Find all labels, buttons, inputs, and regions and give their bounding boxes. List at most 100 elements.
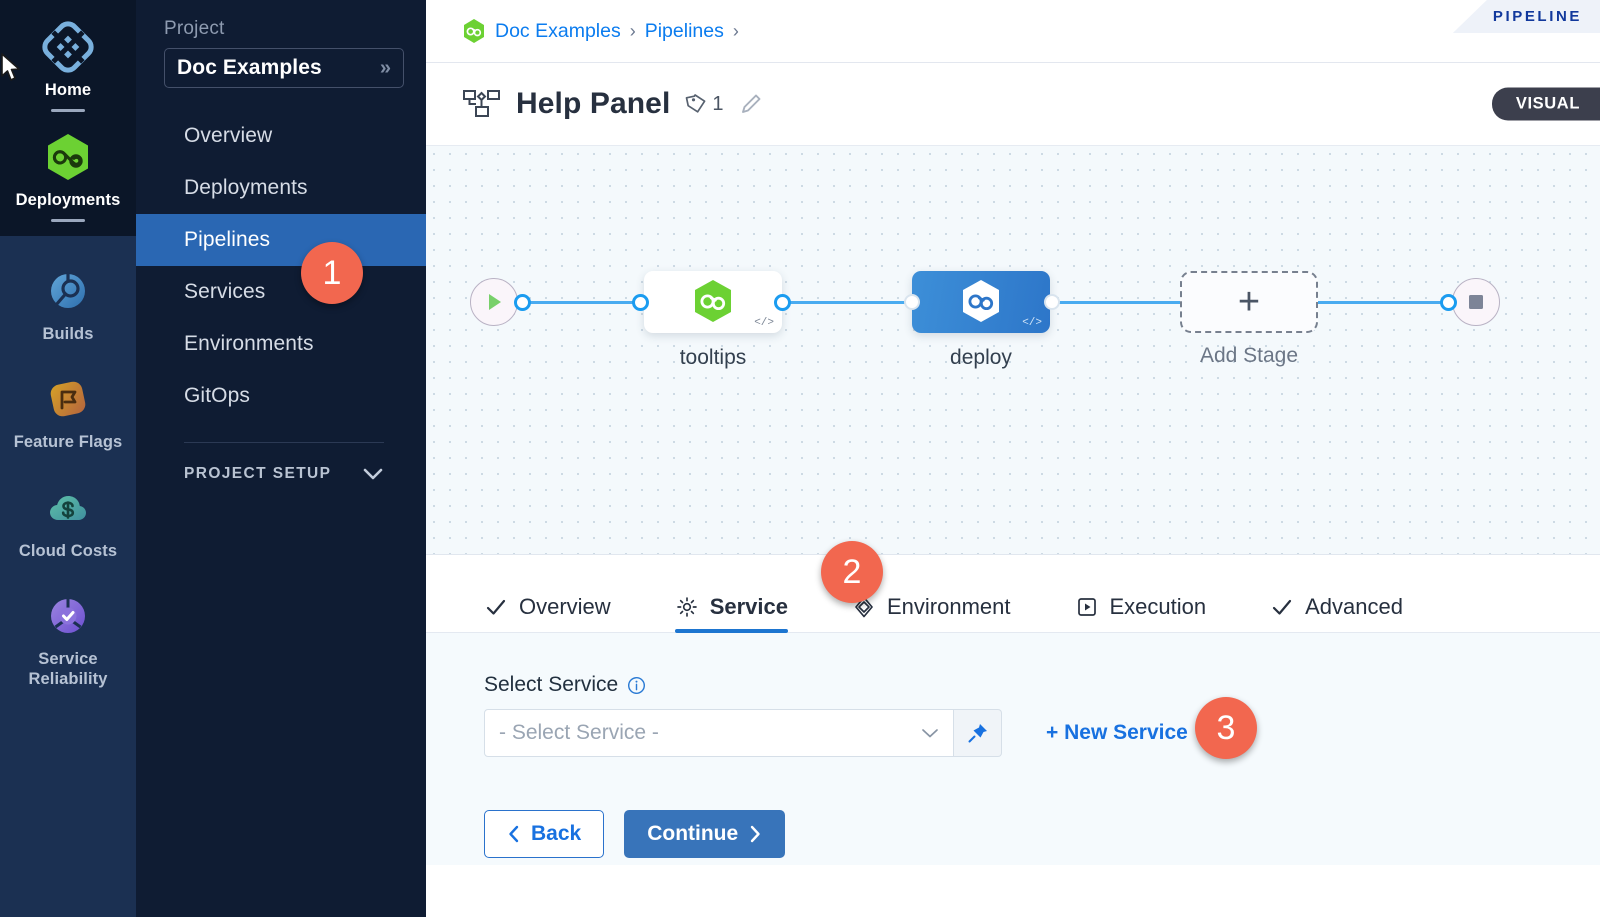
sidebar-item-services[interactable]: Services [136,266,426,318]
chevron-right-icon [750,825,760,843]
add-stage-button[interactable]: + [1180,271,1318,333]
new-service-link[interactable]: + New Service [1046,721,1188,744]
tab-execution[interactable]: Execution [1075,555,1206,633]
connector-dot [774,294,791,311]
main-content: PIPELINE Doc Examples › Pipelines › [426,0,1600,917]
project-selector[interactable]: Doc Examples » [164,48,404,88]
tag-count[interactable]: 1 [684,92,724,116]
tab-label: Overview [519,594,611,619]
gear-icon [675,595,699,619]
pipeline-node-row: </> tooltips </> deploy [426,146,1600,554]
sidebar-item-deployments[interactable]: Deployments [136,162,426,214]
project-label: Project [164,18,225,39]
feature-flags-icon [50,382,86,417]
sidebar-item-label: Services [184,280,266,303]
pencil-icon[interactable] [738,91,764,117]
connector-dot [632,294,649,311]
breadcrumb-separator: › [629,20,636,41]
connector-dot [904,294,920,310]
sidebar-item-label: Pipelines [184,228,271,251]
select-service-row: - Select Service - + New Service [484,709,1600,757]
breadcrumb: Doc Examples › Pipelines › [426,0,1600,62]
callout-badge-2: 2 [821,541,883,603]
sidebar-item-environments[interactable]: Environments [136,318,426,370]
tag-count-value: 1 [712,92,724,115]
project-selector-name: Doc Examples [177,56,322,79]
sidebar-item-label: Environments [184,332,314,355]
sidebar-item-label: Overview [184,124,273,147]
sidebar-item-pipelines[interactable]: Pipelines [136,214,426,266]
connector-dot [514,294,531,311]
rail-active-underline [51,219,85,223]
chevron-double-right-icon: » [379,56,391,79]
continue-button[interactable]: Continue [624,810,786,858]
callout-badge-1: 1 [301,242,363,304]
end-stop-node[interactable] [1452,278,1500,326]
mode-badge-visual[interactable]: VISUAL [1491,87,1600,121]
module-rail-bottom: Builds Feature Flags [0,236,136,703]
stage-node-deploy[interactable]: </> [912,271,1050,333]
stage-node-tooltips[interactable]: </> [644,271,782,333]
tab-label: Environment [886,594,1011,619]
rail-item-label: Deployments [15,191,121,210]
connector-dot [1044,294,1060,310]
sidebar-project-setup-label: PROJECT SETUP [184,465,332,482]
back-button-label: Back [531,822,582,845]
rail-item-feature-flags[interactable]: Feature Flags [0,358,136,466]
select-service-dropdown[interactable]: - Select Service - [484,709,954,757]
home-grid-icon [42,21,94,73]
pin-service-button[interactable] [954,709,1002,757]
sidebar-item-gitops[interactable]: GitOps [136,370,426,422]
breadcrumb-link-project[interactable]: Doc Examples [495,19,621,42]
tab-service[interactable]: Service [674,555,789,633]
module-rail: Home Deployments [0,0,136,917]
project-nav-list: Overview Deployments Pipelines Services … [136,110,426,422]
rail-item-label: Service Reliability [28,649,108,688]
deployments-hexagon-icon [464,19,484,43]
rail-item-service-reliability[interactable]: Service Reliability [0,575,136,703]
back-button[interactable]: Back [484,810,605,858]
rail-item-label: Home [44,81,92,99]
play-icon [489,294,501,310]
stage-code-badge: </> [754,317,774,329]
info-icon[interactable] [627,676,646,695]
deployments-hexagon-icon [695,280,731,322]
sidebar-item-overview[interactable]: Overview [136,110,426,162]
pin-icon [968,724,987,743]
tab-overview[interactable]: Overview [484,555,611,633]
start-play-node[interactable] [470,278,518,326]
deployments-hexagon-icon [963,280,999,322]
rail-active-underline [51,109,85,113]
rail-item-label: Builds [42,325,94,344]
add-stage-label: Add Stage [1199,344,1299,367]
module-rail-top: Home Deployments [0,0,136,237]
callout-badge-3: 3 [1195,697,1257,759]
rail-item-home[interactable]: Home [0,10,136,120]
project-sidebar: Project Doc Examples » Overview Deployme… [136,0,426,917]
breadcrumb-separator: › [732,20,739,41]
rail-item-label: Cloud Costs [18,541,118,560]
tab-environment[interactable]: Environment [852,555,1011,633]
plus-icon: + [1237,281,1261,323]
stage-label: deploy [950,346,1012,369]
rail-item-builds[interactable]: Builds [0,250,136,358]
chevron-left-icon [509,825,519,843]
deployments-hexagon-icon [48,134,88,181]
stage-label: tooltips [679,346,747,369]
builds-icon [51,272,85,309]
tab-label: Advanced [1305,594,1403,619]
connector-line [526,301,638,304]
pipeline-canvas[interactable]: </> tooltips </> deploy [426,145,1600,555]
tab-advanced[interactable]: Advanced [1270,555,1403,633]
sidebar-project-setup[interactable]: PROJECT SETUP [136,443,426,483]
cloud-costs-icon [50,495,86,520]
service-form-panel: Select Service - Select Service - [426,633,1600,865]
title-bar: Help Panel 1 VISUAL [426,62,1600,145]
connector-line [1052,301,1182,304]
sidebar-item-label: GitOps [184,384,250,407]
rail-item-cloud-costs[interactable]: Cloud Costs [0,467,136,575]
chevron-down-icon [363,468,383,480]
rail-item-deployments[interactable]: Deployments [0,120,136,230]
breadcrumb-link-pipelines[interactable]: Pipelines [644,19,724,42]
